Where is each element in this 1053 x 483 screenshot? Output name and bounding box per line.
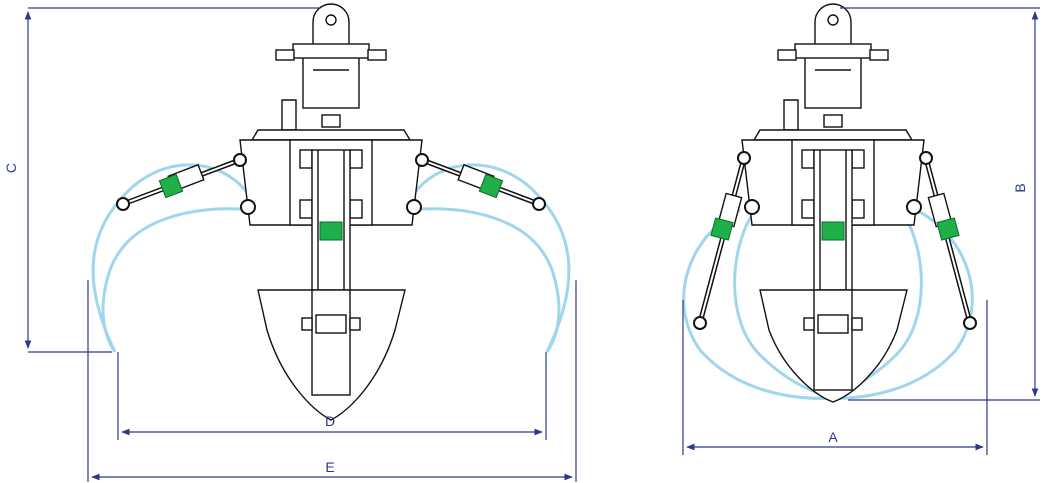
dimension-a-label: A: [828, 429, 838, 445]
closed-grab-cylinders: [693, 151, 977, 330]
open-grab-dimensions: C D E: [3, 7, 577, 482]
open-grab-center-column: [257, 149, 406, 421]
closed-grab-hanger: [777, 3, 889, 109]
open-grab-cylinders: [116, 153, 546, 241]
dimension-c-label: C: [3, 163, 19, 173]
closed-grab-view: B A: [682, 3, 1040, 455]
closed-grab-center-column: [759, 149, 908, 403]
open-grab-hanger: [275, 3, 387, 109]
dimension-d-label: D: [325, 413, 335, 429]
dimension-b-label: B: [1012, 183, 1028, 192]
open-grab-view: C D E: [3, 3, 577, 482]
dimension-e-label: E: [325, 459, 334, 475]
open-grab-tines: [91, 163, 571, 353]
closed-grab-dimensions: B A: [682, 7, 1040, 455]
